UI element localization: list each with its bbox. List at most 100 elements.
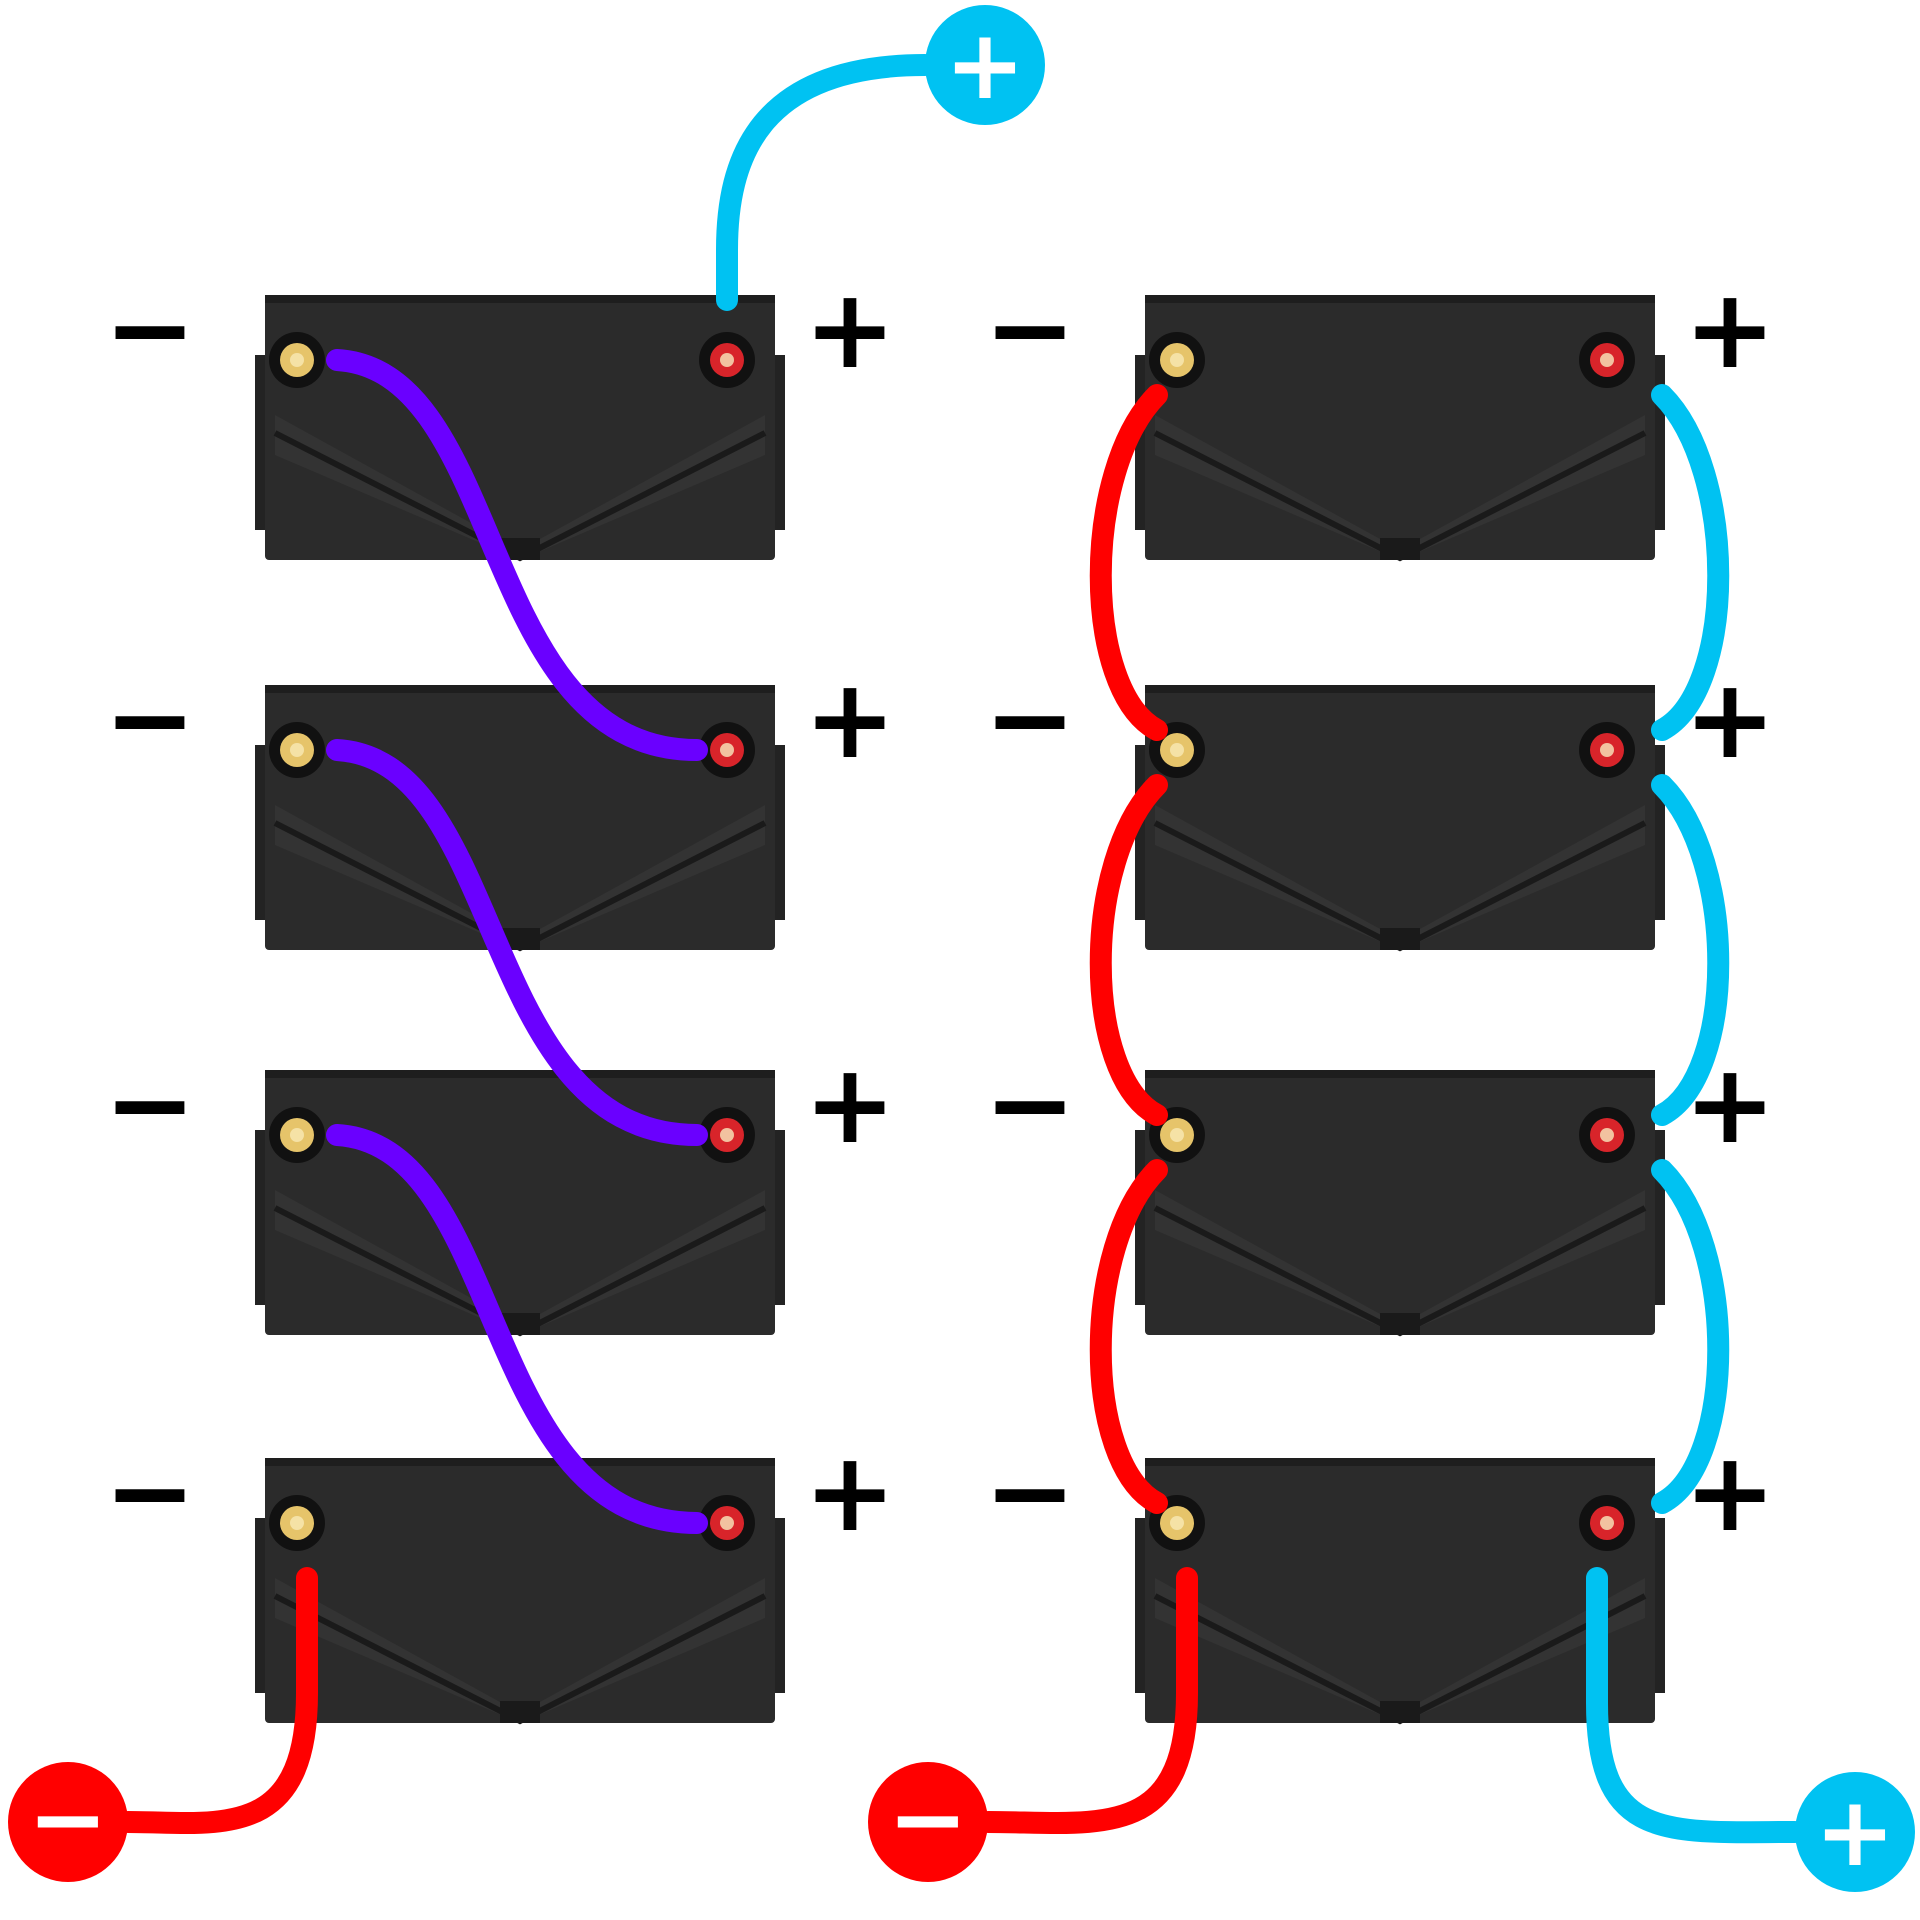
parallel-negative-link [1089,384,1168,741]
positive-end-icon: + [1815,1776,1895,1888]
battery-strap-buckle [1380,538,1420,560]
minus-sign: − [104,655,196,783]
positive-terminal-core [1600,743,1614,757]
negative-end-circle [8,1762,128,1882]
negative-terminal-core [1170,1516,1184,1530]
battery-strap-buckle [1380,928,1420,950]
battery-top-edge [1145,295,1655,303]
negative-terminal-core [290,1516,304,1530]
parallel-battery-2 [1135,685,1665,952]
plus-sign: + [1684,655,1776,783]
battery-strap [1155,805,1645,950]
battery-body [265,1070,775,1335]
battery-top-edge [265,685,775,693]
left-output-negative-connector: − [8,1762,128,1882]
series-battery-4 [255,1458,785,1725]
minus-sign: − [984,655,1076,783]
batteries-layer [255,295,1665,1725]
positive-terminal-core [720,1516,734,1530]
plus-sign: + [804,265,896,393]
positive-terminal-core [720,1128,734,1142]
right-output-negative-connector: − [868,1762,988,1882]
output-positive-cable [716,54,936,311]
negative-terminal-core [1170,353,1184,367]
battery-strap-buckle [500,1701,540,1723]
battery-body [265,295,775,560]
battery-top-edge [265,1070,775,1078]
battery-strap-buckle [1380,1701,1420,1723]
minus-sign: − [104,265,196,393]
battery-strap [275,1578,765,1723]
negative-terminal-core [1170,1128,1184,1142]
battery-strap-buckle [500,538,540,560]
positive-terminal-core [720,353,734,367]
positive-terminal-core [720,743,734,757]
series-link-cable [326,1124,708,1534]
battery-body [1145,295,1655,560]
positive-end-icon: + [945,9,1025,121]
left-output-positive-connector: + [925,5,1045,125]
battery-body [1145,685,1655,950]
plus-sign: + [1684,265,1776,393]
negative-end-icon: − [888,1763,968,1875]
plus-sign: + [804,1040,896,1168]
negative-end-icon: − [28,1763,108,1875]
battery-top-edge [265,1458,775,1466]
negative-terminal-core [1170,743,1184,757]
battery-strap [275,1190,765,1335]
parallel-positive-link [1651,384,1730,741]
battery-body [265,685,775,950]
series-link-cable [326,739,708,1146]
right-output-positive-connector: + [1795,1772,1915,1892]
battery-top-edge [1145,1070,1655,1078]
positive-end-circle [925,5,1045,125]
parallel-battery-3 [1135,1070,1665,1337]
battery-top-edge [265,295,775,303]
positive-terminal-core [1600,1128,1614,1142]
battery-strap [1155,1578,1645,1723]
parallel-positive-link [1651,1159,1730,1514]
plus-sign: + [804,655,896,783]
battery-strap-buckle [500,1313,540,1335]
minus-sign: − [984,1428,1076,1556]
minus-sign: − [104,1428,196,1556]
parallel-battery-4 [1135,1458,1665,1725]
positive-terminal-core [1600,1516,1614,1530]
output-negative-cable [977,1567,1198,1835]
series-link-cable [326,349,708,761]
battery-strap [1155,1190,1645,1335]
minus-sign: − [984,1040,1076,1168]
battery-top-edge [1145,1458,1655,1466]
battery-body [265,1458,775,1723]
output-negative-cable [117,1567,318,1835]
negative-terminal-core [290,743,304,757]
plus-sign: + [1684,1040,1776,1168]
negative-end-circle [868,1762,988,1882]
output-positive-cable [1586,1567,1806,1844]
cables-layer [117,54,1806,1844]
battery-strap [275,805,765,950]
parallel-negative-link [1089,1159,1168,1514]
minus-sign: − [104,1040,196,1168]
battery-strap [275,415,765,560]
positive-end-circle [1795,1772,1915,1892]
parallel-positive-link [1651,774,1730,1126]
series-battery-2 [255,685,785,952]
plus-sign: + [804,1428,896,1556]
terminal-signs-layer: −+−+−+−+−+−+−+−+ [104,265,1776,1556]
battery-strap-buckle [500,928,540,950]
parallel-negative-link [1089,774,1168,1126]
negative-terminal-core [290,353,304,367]
series-battery-1 [255,295,785,562]
battery-strap-buckle [1380,1313,1420,1335]
battery-top-edge [1145,685,1655,693]
battery-strap [1155,415,1645,560]
battery-body [1145,1070,1655,1335]
plus-sign: + [1684,1428,1776,1556]
positive-terminal-core [1600,353,1614,367]
negative-terminal-core [290,1128,304,1142]
battery-body [1145,1458,1655,1723]
parallel-battery-1 [1135,295,1665,562]
series-battery-3 [255,1070,785,1337]
